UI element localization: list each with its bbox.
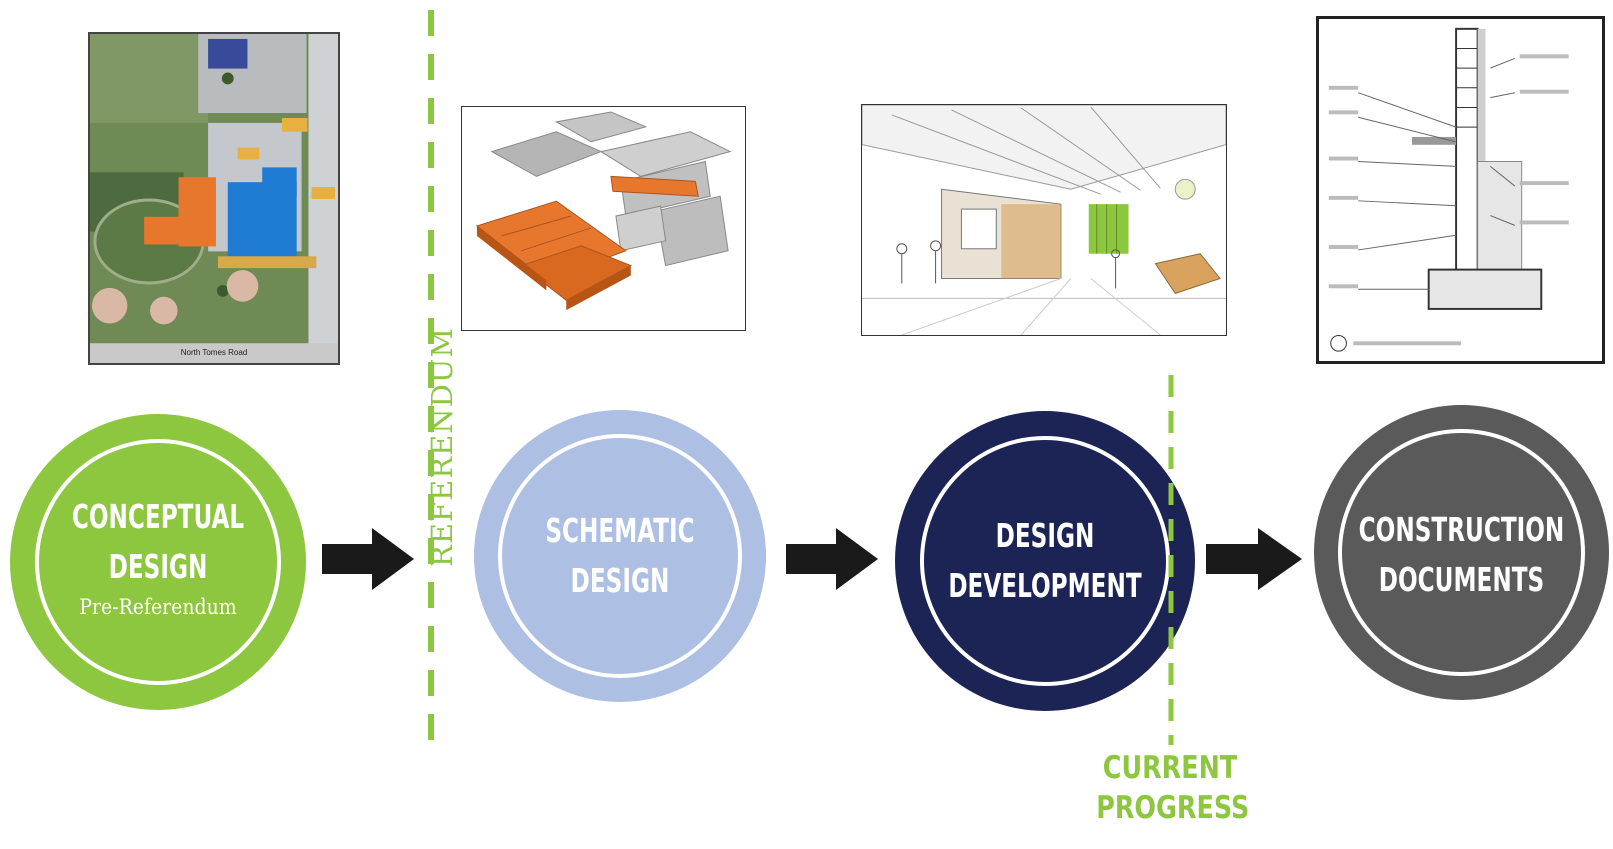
stage-label: CONSTRUCTION DOCUMENTS bbox=[1314, 505, 1609, 605]
stage-sublabel: Pre-Referendum bbox=[79, 595, 237, 619]
site-plan-graphic bbox=[90, 34, 338, 363]
current-progress-line2: PROGRESS bbox=[1096, 790, 1250, 826]
stage-ring bbox=[920, 436, 1170, 686]
wall-section-detail-image bbox=[1316, 16, 1605, 364]
stage-label-line1: SCHEMATIC bbox=[545, 511, 695, 550]
stage-label-line2: DESIGN bbox=[570, 561, 670, 600]
stage-conceptual-design: CONCEPTUAL DESIGN Pre-Referendum bbox=[10, 414, 306, 710]
stage-label-line1: DESIGN bbox=[995, 516, 1095, 555]
stage-label-line2: DEVELOPMENT bbox=[948, 566, 1142, 605]
current-progress-divider bbox=[1168, 375, 1174, 745]
interior-rendering-image bbox=[861, 104, 1227, 336]
stage-label: SCHEMATIC DESIGN bbox=[474, 506, 766, 606]
site-plan-image: North Tomes Road bbox=[88, 32, 340, 365]
stage-label-line1: CONSTRUCTION bbox=[1358, 510, 1565, 549]
current-progress-line1: CURRENT bbox=[1102, 750, 1238, 786]
stage-design-development: DESIGN DEVELOPMENT bbox=[895, 411, 1195, 711]
schematic-model-image bbox=[461, 106, 746, 331]
road-label: North Tomes Road bbox=[180, 348, 248, 357]
stage-label: DESIGN DEVELOPMENT bbox=[895, 511, 1195, 611]
referendum-divider bbox=[428, 10, 434, 750]
stage-label: CONCEPTUAL DESIGN Pre-Referendum bbox=[10, 492, 306, 622]
current-progress-label: CURRENT PROGRESS bbox=[1080, 748, 1260, 828]
stage-ring bbox=[1338, 429, 1585, 676]
arrow-right-icon bbox=[1206, 528, 1302, 590]
stage-schematic-design: SCHEMATIC DESIGN bbox=[474, 410, 766, 702]
arrow-right-icon bbox=[786, 528, 878, 590]
stage-label-line2: DOCUMENTS bbox=[1378, 560, 1545, 599]
referendum-label: REFERENDUM bbox=[425, 326, 459, 567]
arrow-right-icon bbox=[322, 528, 414, 590]
stage-label-line1: CONCEPTUAL bbox=[71, 497, 245, 536]
schematic-model-graphic bbox=[462, 107, 745, 330]
stage-ring bbox=[35, 439, 281, 685]
stage-ring bbox=[498, 434, 742, 678]
stage-construction-documents: CONSTRUCTION DOCUMENTS bbox=[1314, 405, 1609, 700]
interior-rendering-graphic bbox=[862, 105, 1226, 335]
stage-label-line2: DESIGN bbox=[108, 547, 208, 586]
wall-section-detail-graphic bbox=[1319, 19, 1602, 361]
